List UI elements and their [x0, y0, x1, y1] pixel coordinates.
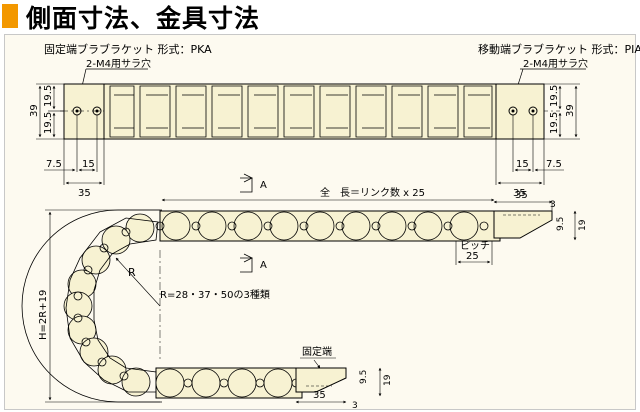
dim-height-right: 39: [565, 104, 576, 117]
dim-height-left: 39: [29, 104, 40, 117]
top-view: 固定端ブラブラケット 形式：PKA 移動端ブラブラケット 形式：PIA 2-M4…: [29, 42, 640, 199]
dim-95-bottom: 9.5: [359, 370, 369, 384]
bend-chain: [63, 213, 159, 397]
dim-19-bottom: 19: [383, 374, 393, 386]
hole-label-right: 2-M4用サラ穴: [523, 57, 588, 70]
dim-half-bottom-right: 19.5: [549, 112, 560, 134]
title-accent-bar: [2, 4, 18, 28]
section-mark-top: A: [260, 180, 267, 191]
dim-19-top: 19: [578, 219, 588, 231]
dim-edge-right: 7.5: [546, 159, 562, 170]
hole-label-left: 2-M4用サラ穴: [86, 57, 151, 70]
dim-3-top: 3: [550, 200, 556, 210]
dim-bracket-bottom: 35: [313, 390, 326, 401]
total-length-label: 全 長＝リンク数 x 25: [320, 186, 425, 199]
height-formula: H=2R+19: [38, 290, 49, 340]
radius-options: R=28・37・50の3種類: [160, 288, 270, 301]
dim-hole-pitch-right: 15: [516, 159, 529, 170]
pitch-label: ピッチ: [460, 240, 490, 252]
dim-hole-pitch-left: 15: [82, 159, 95, 170]
section-arrow-icon: [240, 177, 253, 193]
page-title: 側面寸法、金具寸法: [26, 4, 261, 33]
bend-envelope: [21, 209, 162, 403]
right-bracket-label: 移動端ブラブラケット 形式：PIA: [478, 42, 640, 56]
dim-width-left: 35: [78, 188, 91, 199]
page-header: 側面寸法、金具寸法: [0, 0, 640, 34]
lower-chain: [155, 367, 303, 399]
moving-end-bracket-plate: [495, 83, 545, 140]
fixed-end-bracket: [295, 367, 347, 393]
dim-half-bottom-left: 19.5: [43, 112, 54, 134]
radius-letter: R: [128, 266, 136, 279]
dim-bracket-top: 35: [515, 190, 528, 201]
section-mark-bottom: A: [260, 260, 267, 271]
fixed-end-label: 固定端: [302, 345, 332, 358]
pitch-value: 25: [466, 251, 479, 262]
left-bracket-label: 固定端ブラブラケット 形式：PKA: [44, 42, 212, 56]
side-view: A A 全 長＝リンク数 x 25 H=2R+19: [21, 173, 588, 411]
upper-chain: [155, 210, 501, 242]
top-chain-links: [103, 83, 497, 140]
dim-width-right: 35: [513, 188, 526, 199]
moving-end-bracket: [493, 210, 553, 239]
dim-half-top-left: 19.5: [43, 85, 54, 107]
dim-3-bottom: 3: [352, 401, 358, 411]
dim-half-top-right: 19.5: [549, 85, 560, 107]
dim-edge-left: 7.5: [46, 159, 62, 170]
section-arrow-icon: [240, 257, 253, 273]
dim-95-top: 9.5: [556, 217, 566, 231]
